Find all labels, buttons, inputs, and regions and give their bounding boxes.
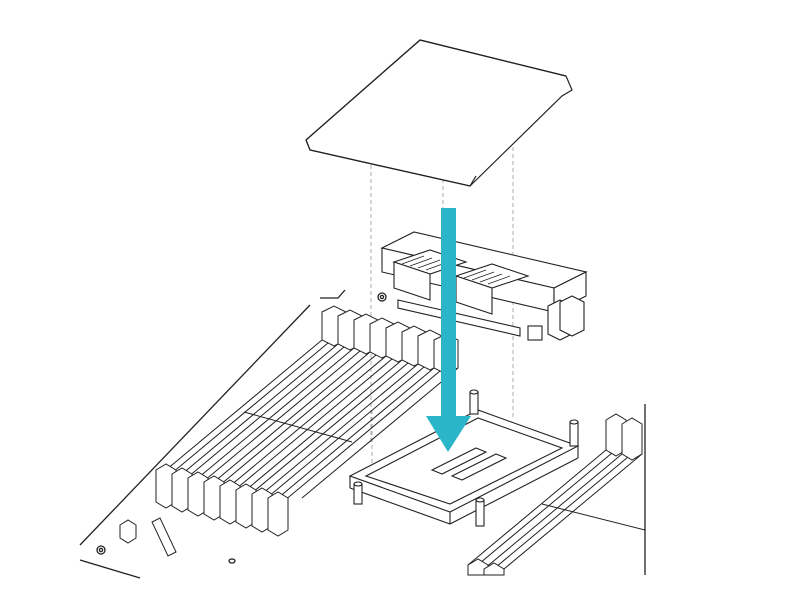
board-small-components [119, 517, 177, 557]
memory-slot-bank-left [155, 305, 459, 537]
socket-guide-posts [353, 389, 579, 527]
memory-slot-latches-front [155, 463, 289, 537]
memory-slot-bank-right [467, 413, 646, 576]
protective-cover [305, 39, 573, 187]
socket-frame [348, 389, 580, 527]
motherboard-board [79, 289, 646, 579]
connector-side-clips [527, 295, 585, 341]
memory-slot-rails [165, 339, 459, 502]
memory-slot-latches-back [321, 305, 459, 375]
install-direction-arrow [426, 208, 471, 452]
connector-pin-blocks [392, 249, 530, 337]
power-connector [380, 231, 588, 341]
